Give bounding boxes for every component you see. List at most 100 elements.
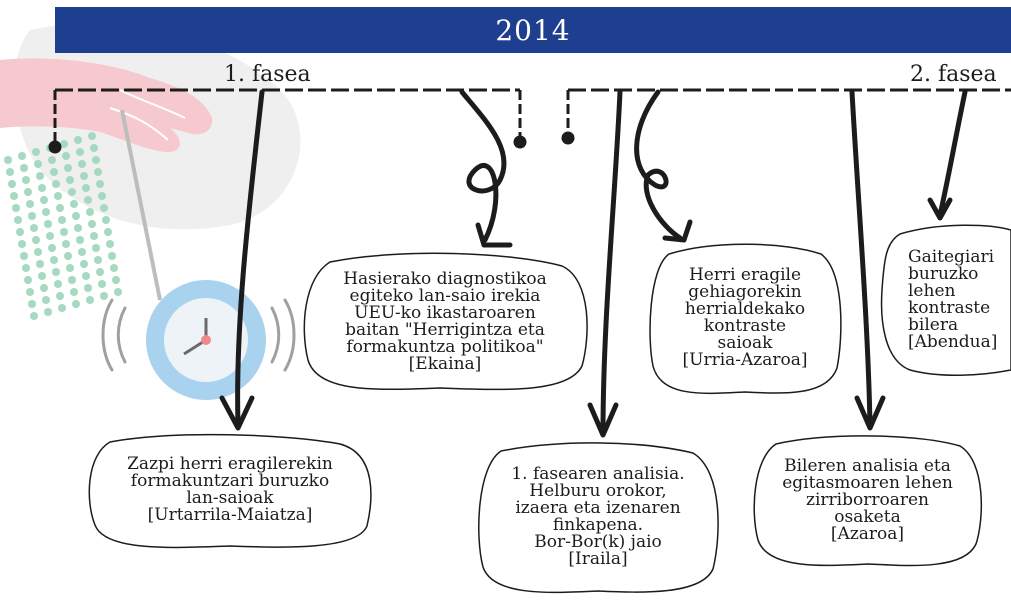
dot-shape (84, 196, 92, 204)
dot-shape (88, 220, 96, 228)
event-text-line: kontraste (703, 316, 787, 336)
dot-shape (18, 152, 26, 160)
event-text-line: lan-saioak (186, 488, 274, 508)
event-bubble-ekaina: Hasierako diagnostikoa egiteko lan-saio … (300, 248, 590, 396)
event-text-line: 1. fasearen analisia. (511, 464, 685, 484)
event-text-line: buruzko (908, 264, 979, 284)
dot-shape (20, 164, 28, 172)
dot-shape (94, 168, 102, 176)
event-bubble-abendua: Gaitegiari buruzko lehen kontraste biler… (880, 220, 1011, 380)
event-text-line: zirriborroaren (806, 489, 929, 510)
dot-shape (20, 252, 28, 260)
dot-shape (56, 292, 64, 300)
dot-shape (80, 172, 88, 180)
event-text-line: formakuntza politikoa" (346, 337, 544, 357)
dot-shape (106, 240, 114, 248)
event-text-line: Helburu orokor, (529, 481, 667, 501)
dot-shape (42, 296, 50, 304)
event-bubble-urtarrila-maiatza: Zazpi herri eragilerekin formakuntzari b… (85, 430, 375, 550)
phase2-bracket (561, 88, 1011, 145)
dot-shape (92, 244, 100, 252)
dot-shape (62, 152, 70, 160)
dot-shape (70, 200, 78, 208)
dot-shape (96, 180, 104, 188)
dot-shape (22, 264, 30, 272)
dot-shape (78, 248, 86, 256)
event-date: [Urria-Azaroa] (682, 350, 808, 370)
dot-shape (32, 236, 40, 244)
event-date: [Urtarrila-Maiatza] (147, 505, 313, 525)
event-bubble-iraila: 1. fasearen analisia. Helburu orokor, iz… (473, 437, 723, 597)
dot-shape (50, 256, 58, 264)
dot-shape (46, 232, 54, 240)
dot-shape (78, 160, 86, 168)
event-text-line: egitasmoaren lehen (782, 472, 953, 493)
dot-shape (58, 304, 66, 312)
dot-shape (10, 192, 18, 200)
dot-shape (100, 292, 108, 300)
dot-shape (56, 204, 64, 212)
dot-shape (94, 256, 102, 264)
arrow-to-event-3 (600, 89, 623, 436)
event-text-line: gehiagorekin (688, 282, 802, 302)
dot-shape (54, 192, 62, 200)
dot-shape (30, 312, 38, 320)
dot-shape (82, 184, 90, 192)
clock-icon (146, 280, 266, 400)
dot-shape (52, 180, 60, 188)
dot-shape (42, 208, 50, 216)
dot-shape (8, 180, 16, 188)
event-text-line: herrialdekako (684, 299, 806, 319)
phase1-bracket (48, 88, 527, 154)
dot-shape (54, 280, 62, 288)
dot-shape (4, 156, 12, 164)
arrow-to-event-4 (634, 89, 683, 241)
dot-shape (38, 184, 46, 192)
dot-shape (28, 212, 36, 220)
dot-shape (36, 260, 44, 268)
dot-shape (22, 176, 30, 184)
year-banner: 2014 (55, 7, 1011, 53)
event-text-line: UEU-ko ikastaroaren (354, 303, 536, 323)
dot-shape (40, 284, 48, 292)
dot-shape (18, 240, 26, 248)
dot-shape (102, 216, 110, 224)
dot-shape (26, 200, 34, 208)
event-text-line: Bileren analisia eta (784, 455, 951, 476)
dot-shape (24, 276, 32, 284)
dot-shape (92, 156, 100, 164)
event-text-line: Hasierako diagnostikoa (343, 269, 547, 289)
dot-shape (52, 268, 60, 276)
dot-shape (44, 308, 52, 316)
event-text-line: Gaitegiari (908, 247, 995, 267)
dot-shape (76, 148, 84, 156)
arrow-to-event-1 (235, 89, 265, 428)
dot-shape (112, 276, 120, 284)
dot-shape (12, 204, 20, 212)
event-text-line: kontraste (908, 298, 991, 318)
hand-illustration (0, 58, 213, 152)
dot-shape (32, 148, 40, 156)
dot-shape (60, 140, 68, 148)
dot-shape (66, 176, 74, 184)
dot-shape (58, 216, 66, 224)
dot-shape (60, 228, 68, 236)
dot-shape (86, 296, 94, 304)
phase-1-label: 1. fasea (224, 62, 311, 87)
event-text-line: Zazpi herri eragilerekin (127, 454, 333, 474)
dot-shape (108, 252, 116, 260)
event-date: [Azaroa] (830, 523, 905, 544)
dot-shape (16, 228, 24, 236)
dot-shape (26, 288, 34, 296)
dot-shape (90, 232, 98, 240)
dot-shape (88, 132, 96, 140)
arrow-to-event-2 (459, 89, 507, 243)
arrow-to-event-5 (849, 89, 873, 428)
event-text-line: bilera (908, 315, 959, 335)
dot-shape (36, 172, 44, 180)
dot-shape (70, 288, 78, 296)
dot-shape (84, 284, 92, 292)
dot-shape (40, 196, 48, 204)
dot-shape (34, 160, 42, 168)
